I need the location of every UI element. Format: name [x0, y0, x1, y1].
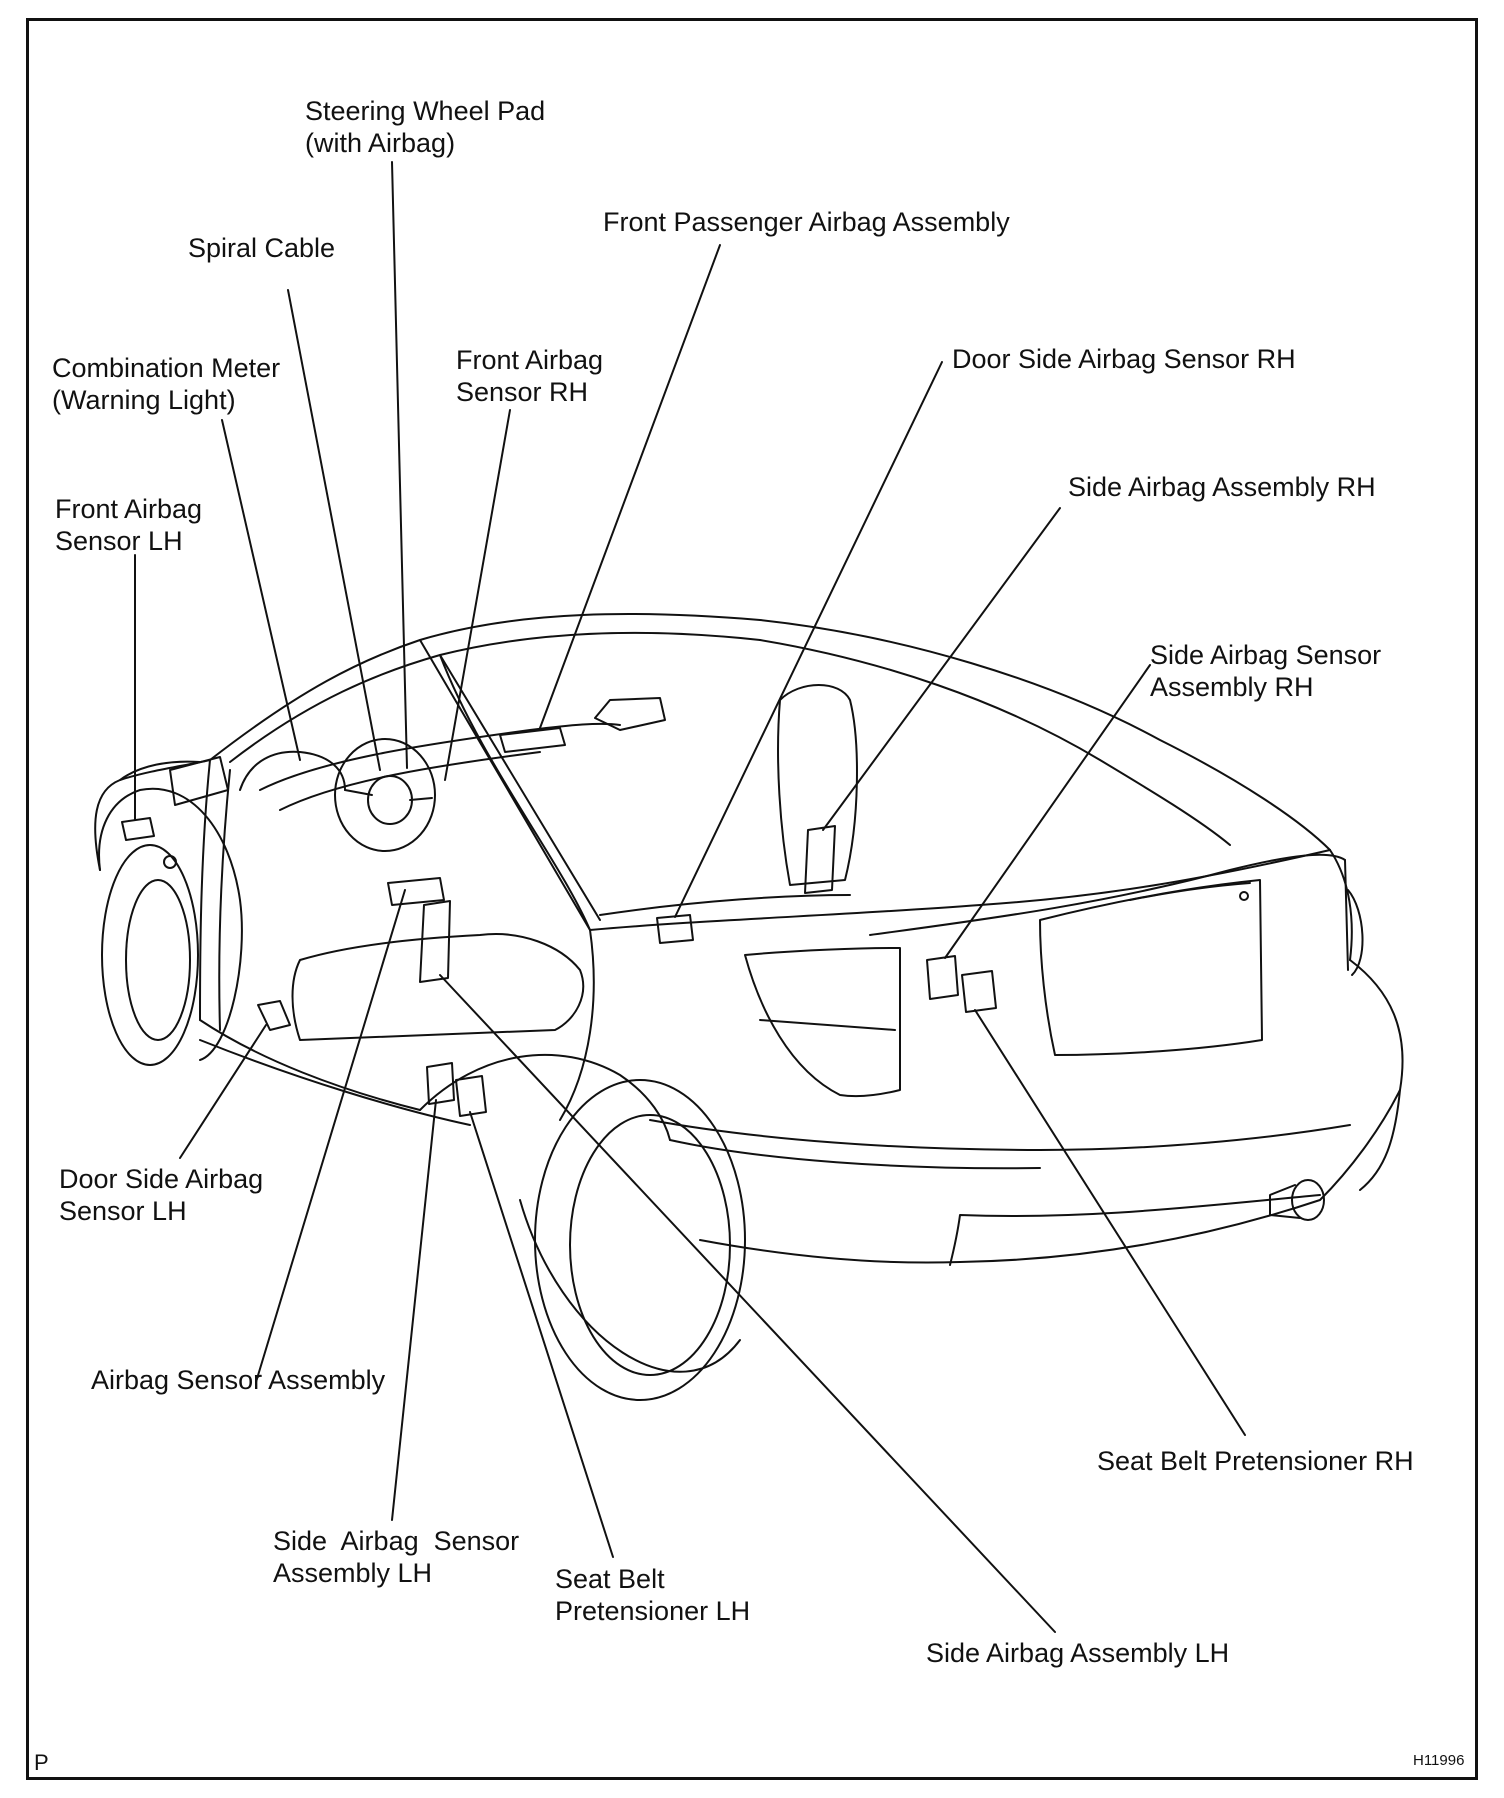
- components: [121, 727, 997, 1117]
- car-body: [94, 613, 1404, 1401]
- label-door-side-airbag-sensor-lh: Door Side Airbag Sensor LH: [59, 1164, 264, 1226]
- label-side-airbag-sensor-assembly-lh: Side Airbag Sensor Assembly LH: [273, 1526, 520, 1588]
- diagram-frame: [26, 18, 1478, 1780]
- seat-belt-pretensioner-rh-box: [961, 970, 997, 1013]
- corner-mark: P: [34, 1750, 49, 1775]
- label-side-airbag-sensor-assembly-rh: Side Airbag Sensor Assembly RH: [1150, 640, 1382, 702]
- label-front-airbag-sensor-rh: Front Airbag Sensor RH: [456, 345, 604, 407]
- leader-lines: [134, 161, 1246, 1633]
- front-passenger-airbag-box: [499, 727, 566, 753]
- door-side-airbag-sensor-lh-box: [257, 1000, 291, 1031]
- airbag-sensor-assembly-box: [387, 877, 445, 906]
- side-airbag-sensor-assembly-lh-box: [426, 1062, 455, 1105]
- seat-belt-pretensioner-lh-box: [455, 1075, 487, 1117]
- side-airbag-assembly-lh-box: [419, 900, 451, 983]
- label-front-passenger-airbag-assembly: Front Passenger Airbag Assembly: [603, 207, 1010, 237]
- label-combination-meter: Combination Meter (Warning Light): [52, 353, 281, 415]
- label-side-airbag-assembly-lh: Side Airbag Assembly LH: [926, 1638, 1230, 1668]
- label-door-side-airbag-sensor-rh: Door Side Airbag Sensor RH: [952, 344, 1296, 374]
- label-front-airbag-sensor-lh: Front Airbag Sensor LH: [55, 494, 203, 556]
- label-airbag-sensor-assembly: Airbag Sensor Assembly: [91, 1365, 386, 1395]
- label-spiral-cable: Spiral Cable: [188, 233, 336, 263]
- label-seat-belt-pretensioner-rh: Seat Belt Pretensioner RH: [1097, 1446, 1414, 1476]
- label-steering-wheel-pad: Steering Wheel Pad (with Airbag): [305, 96, 546, 158]
- side-airbag-sensor-assembly-rh-box: [926, 955, 959, 1000]
- door-side-airbag-sensor-rh-box: [656, 914, 694, 944]
- label-seat-belt-pretensioner-lh: Seat Belt Pretensioner LH: [555, 1564, 751, 1626]
- label-side-airbag-assembly-rh: Side Airbag Assembly RH: [1068, 472, 1376, 502]
- figure-id: H11996: [1413, 1752, 1465, 1769]
- front-airbag-sensor-lh-box: [121, 817, 155, 841]
